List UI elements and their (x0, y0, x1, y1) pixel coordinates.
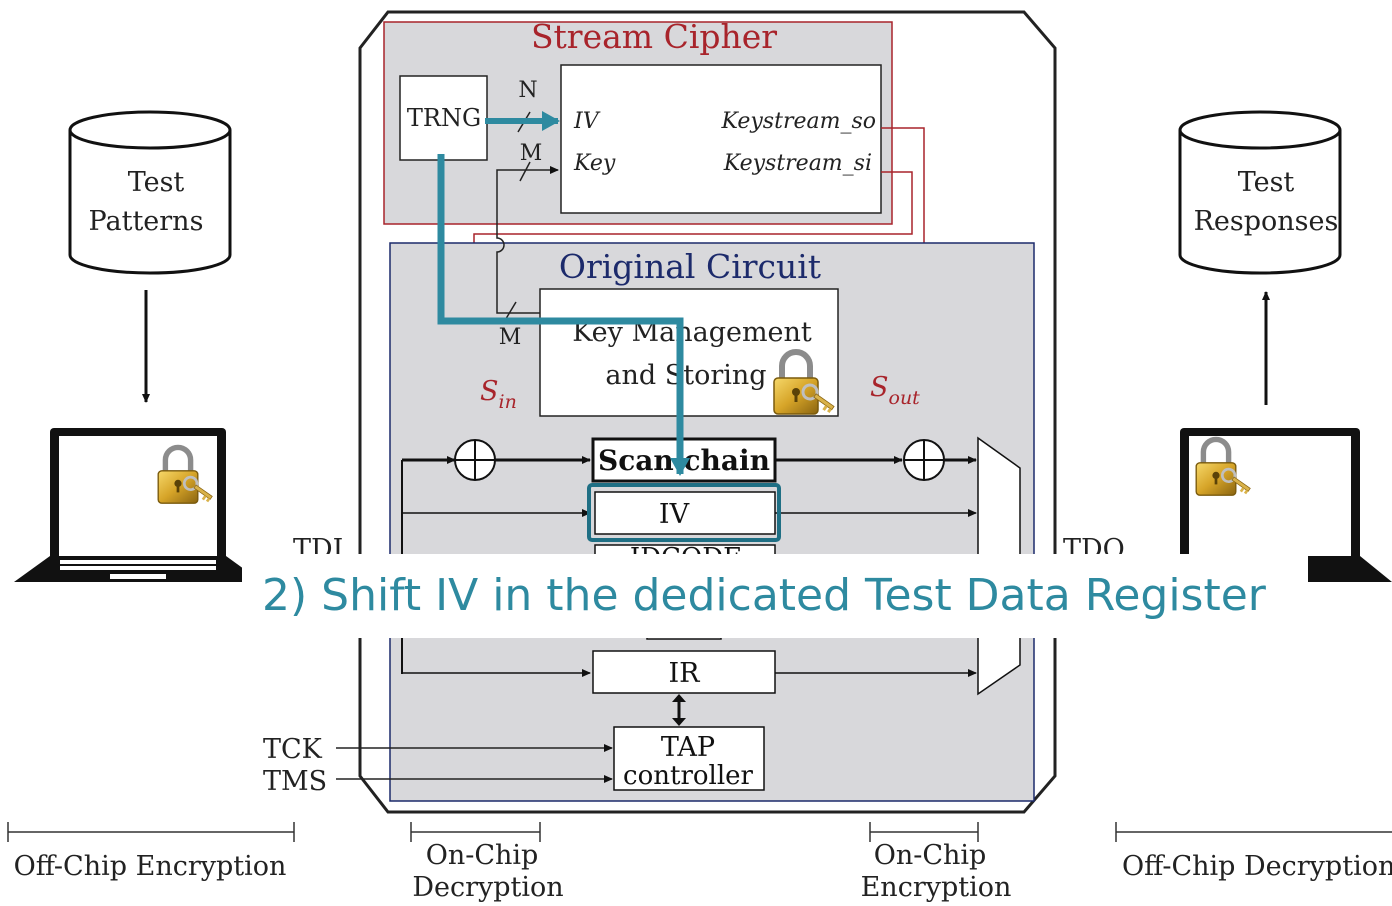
right-db-label-2: Responses (1194, 206, 1339, 237)
bus-n-label: N (518, 78, 537, 103)
tap-label-line2: controller (623, 761, 754, 791)
iv-port-label: IV (573, 109, 601, 134)
bus-m-label-top: M (520, 141, 543, 166)
bracket-off-chip-decryption: Off-Chip Decryption (1115, 822, 1392, 882)
trng-box (399, 75, 488, 161)
iv-register-box (594, 491, 776, 535)
keystream-si-label: Keystream_si (723, 151, 872, 176)
on-chip-encryption-line1: On-Chip (874, 840, 987, 871)
left-db-label-1: Test (128, 167, 185, 198)
key-port-label: Key (573, 151, 616, 176)
key-management-line2: and Storing (605, 360, 766, 391)
stream-cipher-region: Stream Cipher TRNG IV Key Keystream_so K… (383, 17, 893, 228)
bus-m-label-bottom: M (499, 325, 522, 350)
right-database: Test Responses (1178, 110, 1342, 275)
bracket-off-chip-encryption: Off-Chip Encryption (7, 822, 295, 882)
trng-to-iv-register-arrow (437, 154, 690, 476)
iv-highlight (587, 483, 781, 542)
cipher-core-box (560, 64, 882, 214)
tck-label: TCK (263, 734, 323, 765)
s-in-label: Sin (480, 376, 517, 413)
left-db-label-2: Patterns (89, 206, 204, 237)
xor-in-icon (454, 439, 496, 481)
left-laptop-icon (14, 428, 262, 582)
bracket-on-chip-decryption: On-Chip Decryption (410, 822, 564, 903)
scan-chain-label: Scan chain (598, 444, 770, 477)
on-chip-decryption-line2: Decryption (412, 872, 563, 903)
original-circuit-region: Original Circuit M Key Management and St… (389, 228, 1035, 802)
iv-register-label: IV (659, 499, 690, 530)
step-caption: 2) Shift IV in the dedicated Test Data R… (262, 570, 1266, 621)
s-out-label: Sout (870, 372, 920, 409)
tck-tms-pins: TCK TMS (263, 734, 613, 797)
tap-label-line1: TAP (661, 732, 715, 763)
off-chip-decryption-label: Off-Chip Decryption (1122, 851, 1392, 882)
on-chip-encryption-line2: Encryption (861, 872, 1012, 903)
on-chip-decryption-line1: On-Chip (426, 840, 539, 871)
xor-out-icon (903, 439, 945, 481)
left-database: Test Patterns (68, 110, 232, 275)
original-circuit-title: Original Circuit (559, 247, 821, 286)
stream-cipher-title: Stream Cipher (531, 17, 777, 56)
trng-label: TRNG (407, 104, 481, 132)
tap-controller-box (613, 726, 765, 791)
ir-box (592, 650, 776, 694)
off-chip-encryption-label: Off-Chip Encryption (14, 851, 287, 882)
right-laptop-icon (1170, 428, 1392, 582)
caption-backdrop (242, 554, 1308, 638)
bracket-on-chip-encryption: On-Chip Encryption (861, 822, 1012, 903)
right-db-label-1: Test (1238, 167, 1295, 198)
tms-label: TMS (263, 766, 327, 797)
ir-label: IR (669, 658, 701, 689)
keystream-so-label: Keystream_so (721, 109, 876, 134)
